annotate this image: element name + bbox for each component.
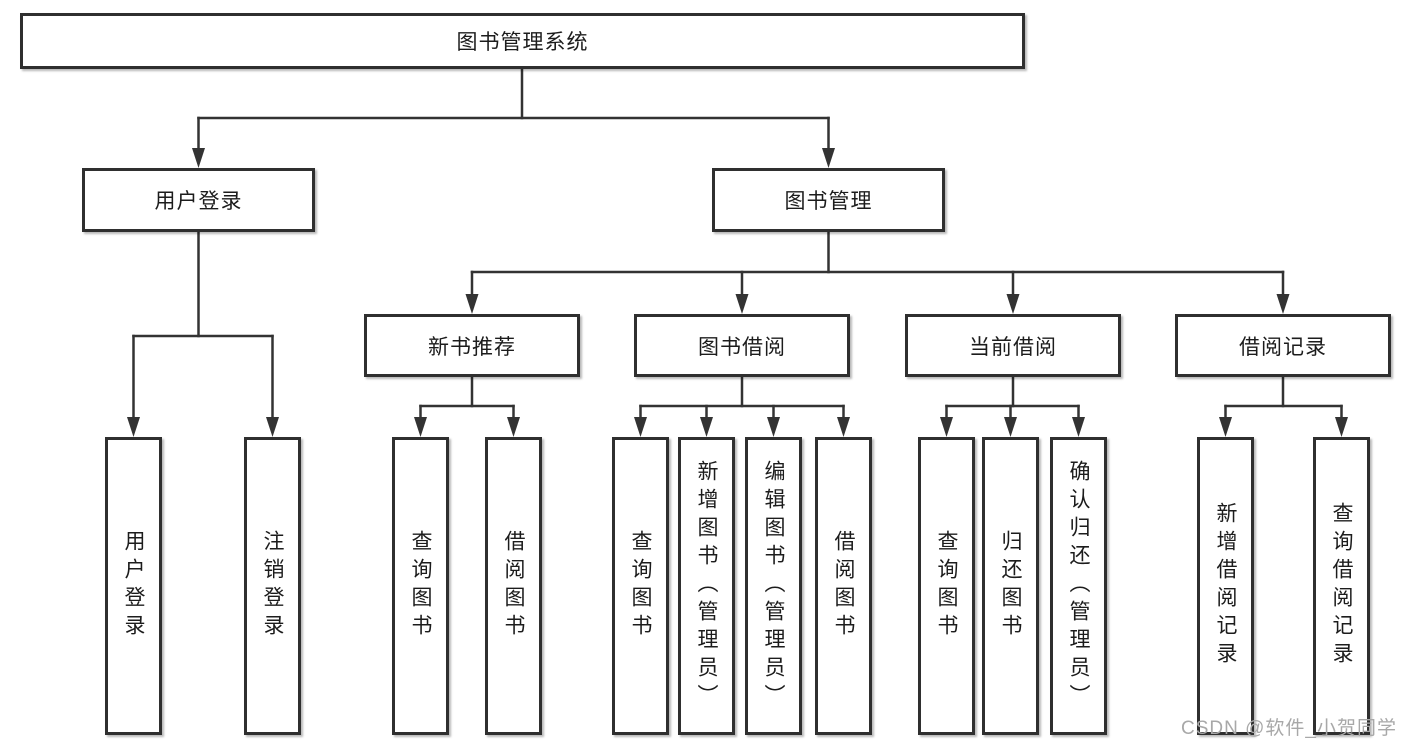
leaf-query-books-borrow: 查询图书 xyxy=(612,437,669,735)
node-borrow-records-label: 借阅记录 xyxy=(1239,335,1327,359)
leaf-add-books-admin-label: 新增图书（管理员） xyxy=(695,460,718,712)
leaf-borrow-books: 借阅图书 xyxy=(815,437,872,735)
node-root-label: 图书管理系统 xyxy=(456,31,589,54)
leaf-logout-label: 注销登录 xyxy=(261,530,284,642)
leaf-query-borrow-record-label: 查询借阅记录 xyxy=(1330,502,1353,670)
leaf-borrow-books-recommend: 借阅图书 xyxy=(485,437,542,735)
leaf-return-books-label: 归还图书 xyxy=(999,530,1022,642)
node-borrow-records: 借阅记录 xyxy=(1175,314,1391,377)
leaf-user-login-label: 用户登录 xyxy=(122,530,145,642)
leaf-confirm-return-admin-label: 确认归还（管理员） xyxy=(1067,460,1090,712)
node-book-borrow: 图书借阅 xyxy=(634,314,850,377)
leaf-logout: 注销登录 xyxy=(244,437,301,735)
leaf-edit-books-admin-label: 编辑图书（管理员） xyxy=(762,460,785,712)
node-user-login-label: 用户登录 xyxy=(154,190,243,213)
leaf-borrow-books-recommend-label: 借阅图书 xyxy=(502,530,525,642)
node-new-book-recommend-label: 新书推荐 xyxy=(428,335,516,359)
leaf-add-borrow-record-label: 新增借阅记录 xyxy=(1214,502,1237,670)
node-current-borrow-label: 当前借阅 xyxy=(969,335,1057,359)
leaf-edit-books-admin: 编辑图书（管理员） xyxy=(745,437,802,735)
leaf-query-books-recommend-label: 查询图书 xyxy=(409,530,432,642)
leaf-user-login: 用户登录 xyxy=(105,437,162,735)
leaf-query-books-current-label: 查询图书 xyxy=(935,530,958,642)
node-root: 图书管理系统 xyxy=(20,13,1025,69)
leaf-query-books-recommend: 查询图书 xyxy=(392,437,449,735)
node-book-borrow-label: 图书借阅 xyxy=(698,335,786,359)
node-book-management: 图书管理 xyxy=(712,168,945,232)
node-book-management-label: 图书管理 xyxy=(784,190,873,213)
leaf-add-books-admin: 新增图书（管理员） xyxy=(678,437,735,735)
leaf-confirm-return-admin: 确认归还（管理员） xyxy=(1050,437,1107,735)
leaf-add-borrow-record: 新增借阅记录 xyxy=(1197,437,1254,735)
leaf-borrow-books-label: 借阅图书 xyxy=(832,530,855,642)
leaf-return-books: 归还图书 xyxy=(982,437,1039,735)
node-current-borrow: 当前借阅 xyxy=(905,314,1121,377)
leaf-query-books-current: 查询图书 xyxy=(918,437,975,735)
csdn-watermark: CSDN @软件_小贺同学 xyxy=(1181,718,1397,739)
node-user-login: 用户登录 xyxy=(82,168,315,232)
leaf-query-borrow-record: 查询借阅记录 xyxy=(1313,437,1370,735)
node-new-book-recommend: 新书推荐 xyxy=(364,314,580,377)
leaf-query-books-borrow-label: 查询图书 xyxy=(629,530,652,642)
